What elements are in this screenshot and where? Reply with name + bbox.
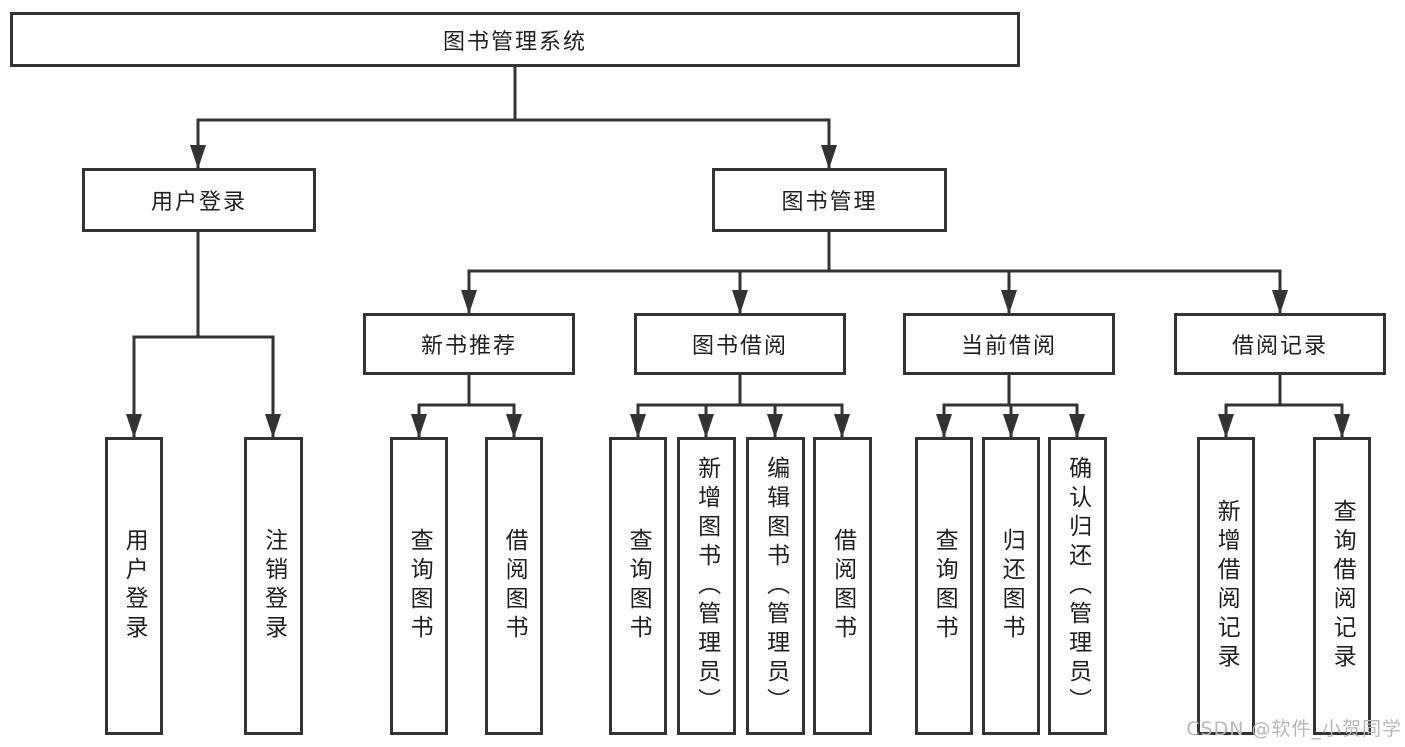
csdn-watermark: CSDN @软件_小贺同学 bbox=[1186, 718, 1402, 740]
node-label: 用户登录 bbox=[150, 190, 247, 215]
node-label: 查询图书 bbox=[931, 528, 958, 644]
node-book-borrow: 图书借阅 bbox=[634, 313, 846, 375]
node-system-root: 图书管理系统 bbox=[10, 12, 1020, 67]
node-label: 编辑图书（管理员） bbox=[762, 455, 789, 717]
node-label: 借阅图书 bbox=[829, 528, 856, 644]
node-label: 借阅记录 bbox=[1231, 334, 1328, 359]
node-label: 图书管理系统 bbox=[442, 29, 587, 55]
leaf-confirm-return-admin: 确认归还（管理员） bbox=[1048, 437, 1107, 735]
node-label: 查询图书 bbox=[625, 528, 652, 644]
leaf-borrow-books-2: 借阅图书 bbox=[813, 437, 872, 735]
node-borrow-records: 借阅记录 bbox=[1174, 313, 1386, 375]
node-user-login: 用户登录 bbox=[82, 168, 316, 232]
node-book-management: 图书管理 bbox=[712, 168, 947, 232]
node-label: 注销登录 bbox=[260, 528, 287, 644]
leaf-query-books-2: 查询图书 bbox=[609, 437, 667, 735]
leaf-add-book-admin: 新增图书（管理员） bbox=[677, 437, 736, 735]
leaf-user-login: 用户登录 bbox=[105, 437, 163, 735]
node-label: 图书借阅 bbox=[691, 334, 788, 359]
leaf-logout: 注销登录 bbox=[244, 437, 303, 735]
leaf-add-borrow-record: 新增借阅记录 bbox=[1197, 437, 1255, 735]
node-label: 归还图书 bbox=[998, 528, 1025, 644]
leaf-query-books-1: 查询图书 bbox=[390, 437, 448, 735]
leaf-edit-book-admin: 编辑图书（管理员） bbox=[746, 437, 805, 735]
node-new-book-recommend: 新书推荐 bbox=[363, 313, 575, 375]
leaf-return-book: 归还图书 bbox=[982, 437, 1040, 735]
node-label: 新增借阅记录 bbox=[1213, 499, 1240, 673]
node-label: 当前借阅 bbox=[960, 334, 1057, 359]
node-label: 用户登录 bbox=[121, 528, 148, 644]
leaf-query-books-3: 查询图书 bbox=[915, 437, 973, 735]
node-label: 借阅图书 bbox=[501, 528, 528, 644]
node-label: 新增图书（管理员） bbox=[693, 455, 720, 717]
node-label: 新书推荐 bbox=[420, 334, 517, 359]
node-label: 确认归还（管理员） bbox=[1064, 455, 1091, 717]
node-label: 查询图书 bbox=[406, 528, 433, 644]
node-current-borrow: 当前借阅 bbox=[903, 313, 1115, 375]
leaf-borrow-books-1: 借阅图书 bbox=[485, 437, 543, 735]
leaf-query-borrow-record: 查询借阅记录 bbox=[1313, 437, 1371, 735]
node-label: 查询借阅记录 bbox=[1329, 499, 1356, 673]
node-label: 图书管理 bbox=[781, 190, 878, 215]
